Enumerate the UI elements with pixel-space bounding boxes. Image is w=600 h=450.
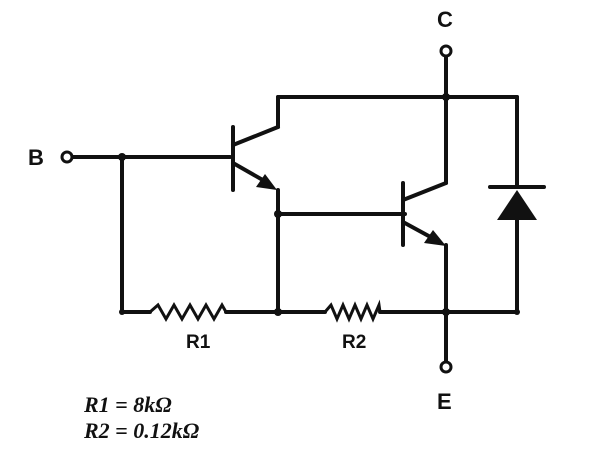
junction-dot (274, 210, 282, 218)
collector-label: C (437, 7, 453, 32)
wires (70, 53, 519, 364)
collector-terminal-icon (439, 44, 453, 58)
q2-emitter-arrow-icon (424, 230, 446, 246)
junction-dot (514, 309, 520, 315)
resistor-r2-icon (323, 299, 382, 323)
base-terminal-icon (60, 150, 74, 164)
equation-r2: R2 = 0.12kΩ (84, 418, 200, 443)
emitter-terminal-icon (439, 360, 453, 374)
junction-dot (274, 308, 282, 316)
junction-dot (118, 153, 126, 161)
emitter-label: E (437, 389, 452, 414)
diode (488, 185, 546, 220)
junction-dots (118, 93, 520, 316)
junction-dot (119, 309, 125, 315)
junction-dot (442, 93, 450, 101)
equation-r1: R1 = 8kΩ (84, 392, 172, 417)
junction-dot (442, 308, 450, 316)
r1-label: R1 (186, 332, 211, 353)
transistor-q2 (401, 181, 448, 247)
diode-triangle-icon (497, 190, 537, 220)
q1-emitter-arrow-icon (256, 174, 277, 190)
base-label: B (28, 145, 44, 170)
q1-collector-lead (231, 125, 280, 147)
r2-label: R2 (342, 332, 366, 353)
q2-collector-lead (401, 181, 448, 202)
resistor-r1-icon (149, 301, 228, 323)
transistor-q1 (231, 125, 280, 192)
